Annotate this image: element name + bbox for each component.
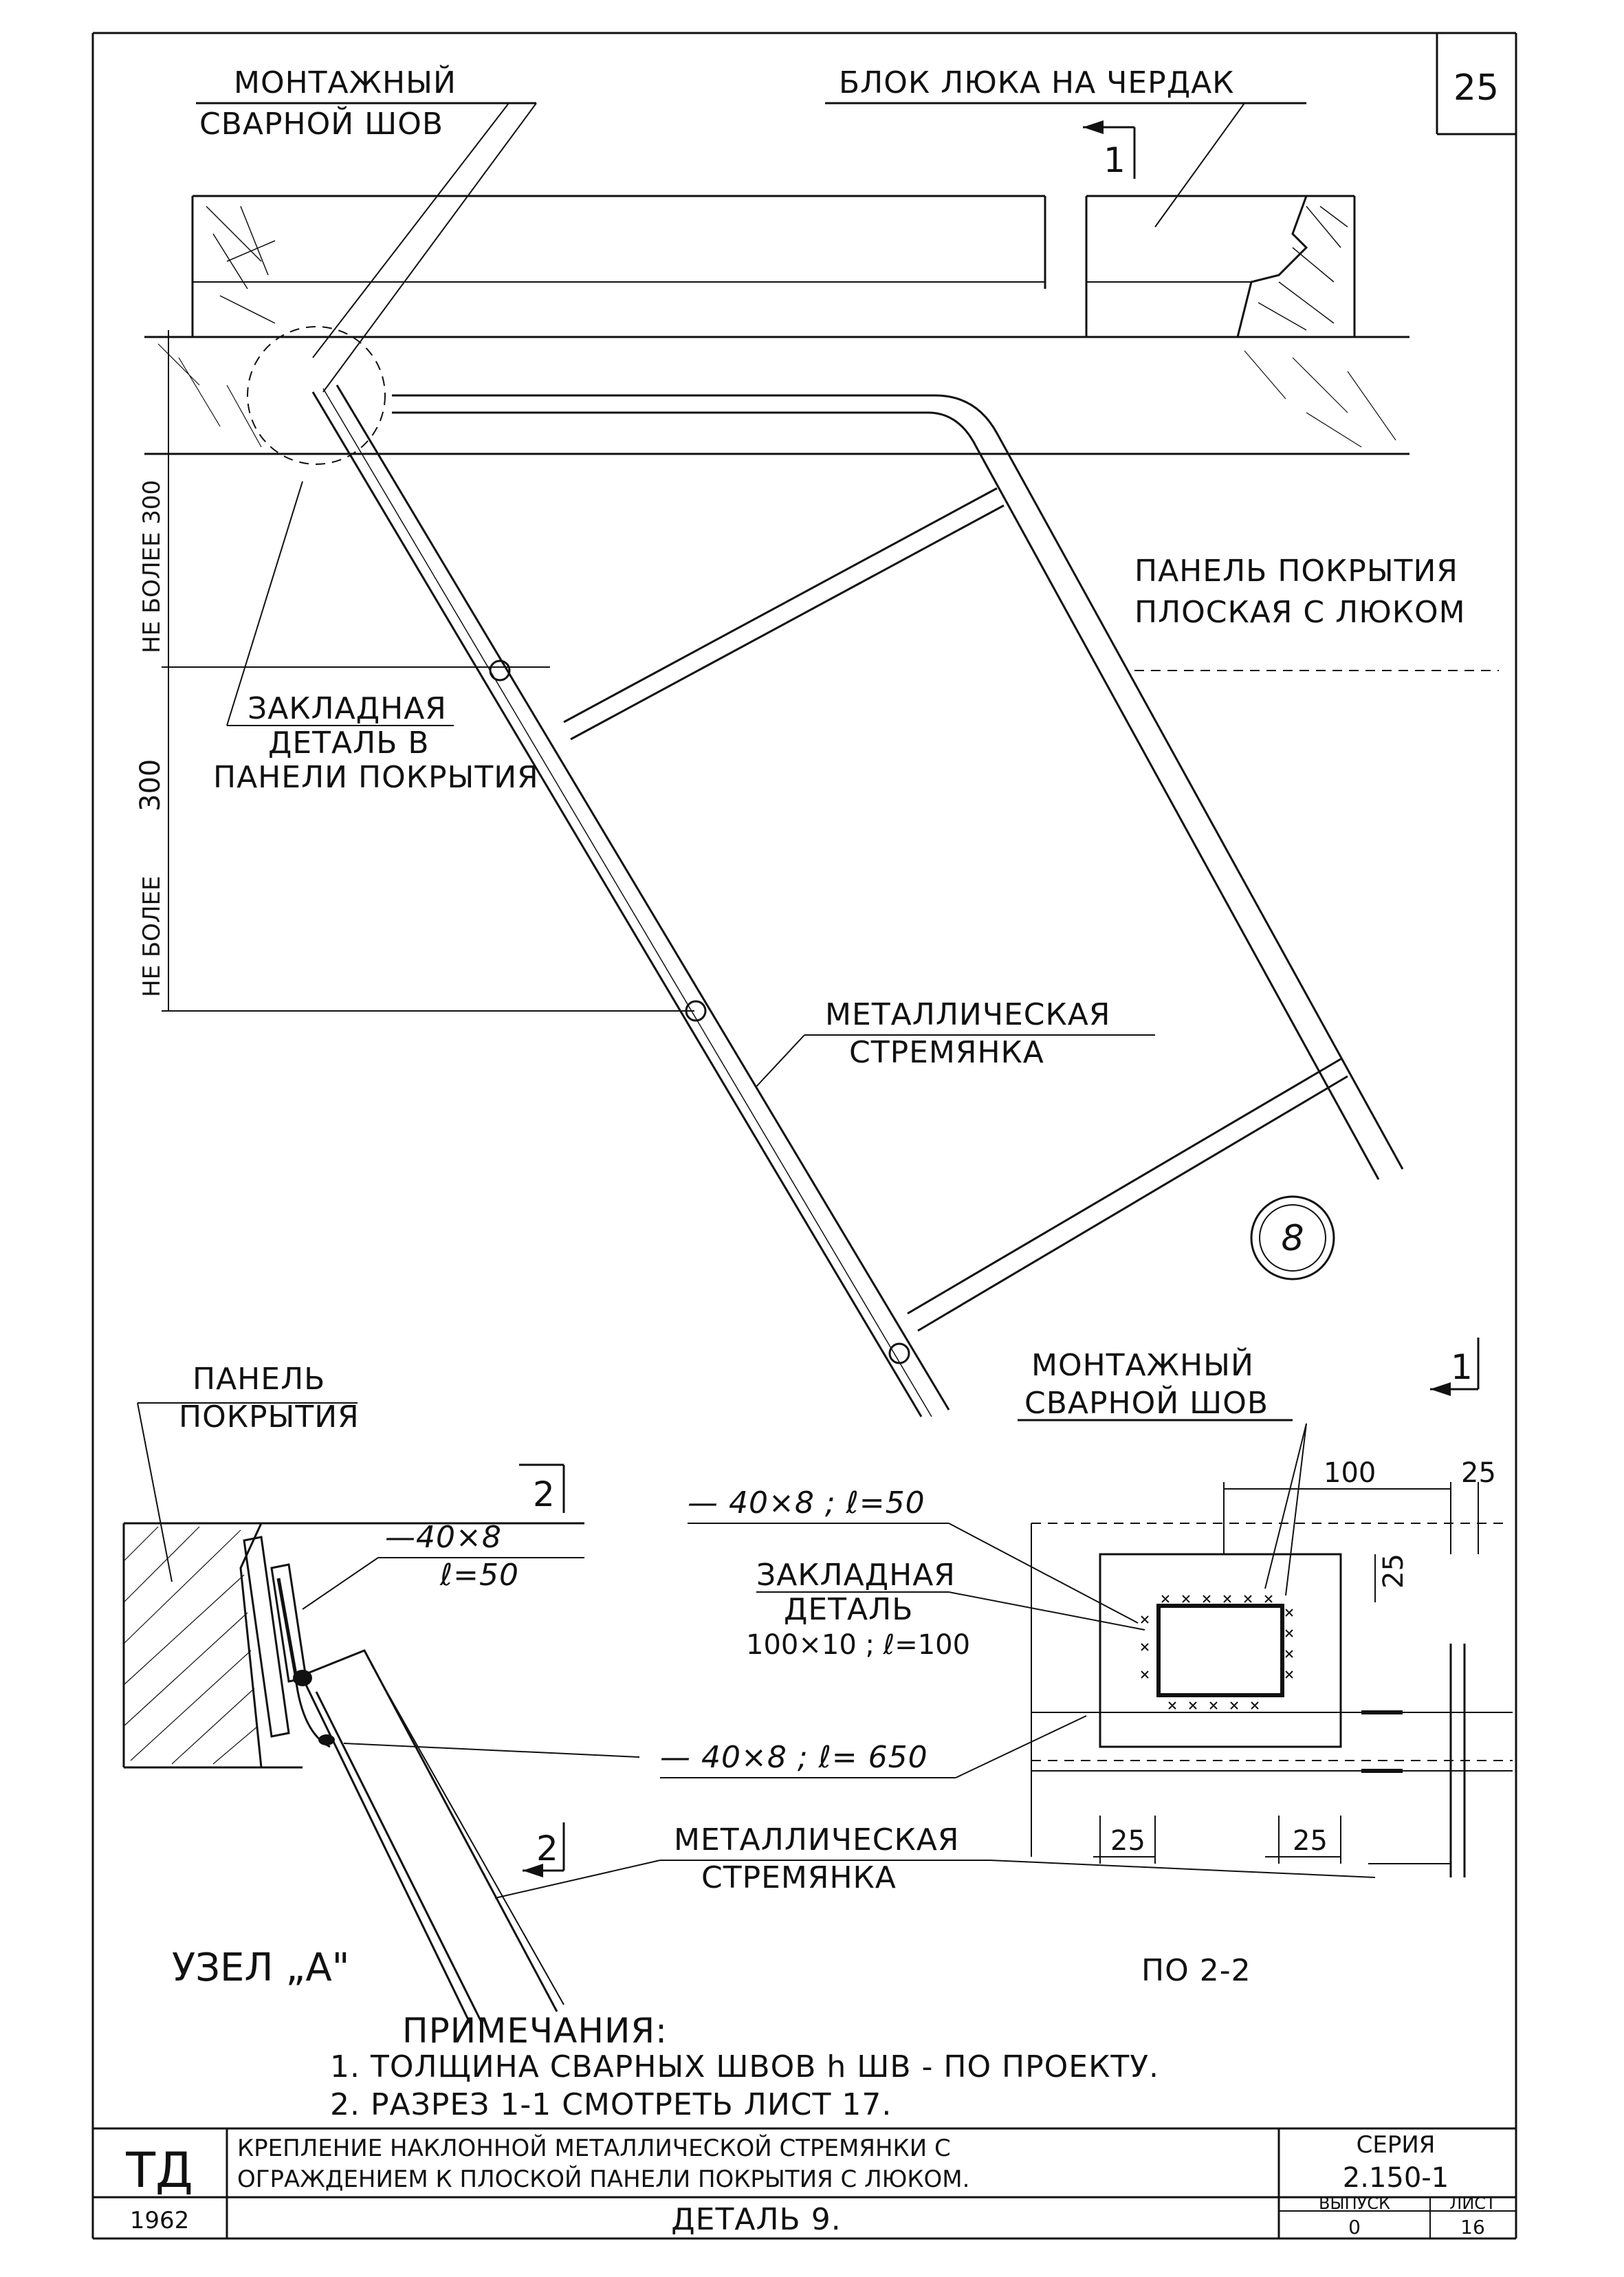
dim-lower-prefix: НЕ БОЛЕЕ [138,876,166,997]
note-1: 1. ТОЛЩИНА СВАРНЫХ ШВОВ h ШВ - ПО ПРОЕКТ… [330,2049,1159,2084]
panel-cover-label-1: ПАНЕЛЬ ПОКРЫТИЯ [1134,554,1458,589]
panel-cover-label-2: ПЛОСКАЯ С ЛЮКОМ [1134,595,1466,630]
section-mark-1-top-label: 1 [1104,140,1126,180]
plate-top-label: — 40×8 ; ℓ=50 [688,1485,925,1521]
section-22-title: ПО 2-2 [1141,1953,1251,1988]
section-22-drawing [1031,1482,1513,1877]
page-number: 25 [1453,67,1499,109]
detail-label: ДЕТАЛЬ 9. [671,2202,841,2237]
section-mark-1-right-label: 1 [1451,1347,1473,1387]
series-value: 2.150-1 [1343,2162,1449,2194]
embedded-section-1: ЗАКЛАДНАЯ [756,1558,956,1593]
org-mark: ТД [125,2142,193,2199]
title-block [93,2127,1516,2238]
ladder-label-1: МЕТАЛЛИЧЕСКАЯ [825,997,1110,1032]
ladder-section-label-2: СТРЕМЯНКА [701,1860,897,1895]
note-2: 2. РАЗРЕЗ 1-1 СМОТРЕТЬ ЛИСТ 17. [330,2087,892,2122]
hatch-block-slab [144,195,1409,455]
node-a-drawing [122,1522,584,2026]
dim-25-top: 25 [1461,1457,1496,1489]
ladder-section-label-1: МЕТАЛЛИЧЕСКАЯ [674,1822,959,1857]
title-line-1: КРЕПЛЕНИЕ НАКЛОННОЙ МЕТАЛЛИЧЕСКОЙ СТРЕМЯ… [237,2134,951,2162]
vertical-dims [158,330,694,1012]
series-label: СЕРИЯ [1357,2131,1436,2159]
issue-label: ВЫПУСК [1319,2194,1390,2213]
year: 1962 [130,2207,190,2234]
section-mark-2-top-label: 2 [533,1474,556,1514]
weld-label-top-1: МОНТАЖНЫЙ [234,64,457,100]
detail-marker: 8 [1281,1218,1304,1259]
inclined-ladder [311,384,1404,1417]
plate-long-label: — 40×8 ; ℓ= 650 [660,1740,928,1775]
section-mark-2-bottom [523,1822,565,1877]
dim-25-bottom-left: 25 [1110,1825,1145,1857]
node-a-panel-label-2: ПОКРЫТИЯ [179,1399,360,1435]
notes-header: ПРИМЕЧАНИЯ: [402,2011,668,2051]
section-mark-2-bottom-label: 2 [536,1829,559,1869]
node-a-panel-label-1: ПАНЕЛЬ [193,1362,325,1397]
weld-label-top-2: СВАРНОЙ ШОВ [199,105,443,142]
dim-25-bottom-right: 25 [1293,1825,1328,1857]
embedded-section-2: ДЕТАЛЬ [784,1592,913,1627]
section-mark-2-top [519,1463,565,1513]
section-mark-1-top [1083,120,1136,179]
node-a-title: УЗЕЛ „А" [172,1946,349,1990]
hatch-block-label: БЛОК ЛЮКА НА ЧЕРДАК [839,65,1234,100]
weld-label-section-1: МОНТАЖНЫЙ [1031,1347,1254,1383]
sheet-value: 16 [1460,2216,1485,2238]
dim-100: 100 [1324,1457,1376,1489]
sheet-frame [91,32,1517,2240]
dim-25-right: 25 [1378,1554,1409,1589]
issue-value: 0 [1348,2216,1361,2238]
embedded-section-3: 100×10 ; ℓ=100 [746,1629,970,1661]
weld-label-section-2: СВАРНОЙ ШОВ [1024,1384,1269,1421]
sheet-label: ЛИСТ [1449,2194,1496,2213]
dim-lower-value: 300 [135,759,166,811]
node-a-plate-label-1: —40×8 [385,1520,502,1555]
section-mark-1-right [1430,1338,1480,1396]
title-line-2: ОГРАЖДЕНИЕМ К ПЛОСКОЙ ПАНЕЛИ ПОКРЫТИЯ С … [237,2165,969,2193]
ladder-label-2: СТРЕМЯНКА [849,1035,1044,1070]
embedded-label-3: ПАНЕЛИ ПОКРЫТИЯ [213,760,539,795]
embedded-label-2: ДЕТАЛЬ В [268,726,430,761]
node-a-plate-label-2: ℓ=50 [439,1558,519,1593]
embedded-label-1: ЗАКЛАДНАЯ [248,691,447,726]
dim-upper: НЕ БОЛЕЕ 300 [138,480,166,653]
